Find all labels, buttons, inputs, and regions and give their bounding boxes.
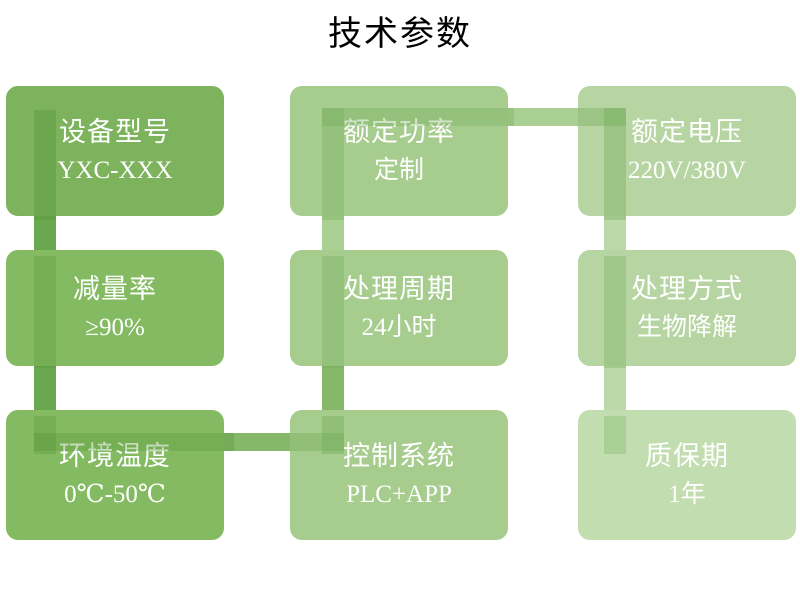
card-value: ≥90% bbox=[85, 314, 145, 341]
card-value: 定制 bbox=[373, 157, 424, 184]
card-title: 处理周期 bbox=[343, 274, 455, 304]
card-treatment-cycle[interactable]: 处理周期 24小时 bbox=[290, 250, 508, 366]
overlay-middle-spine-card8 bbox=[322, 416, 344, 454]
overlay-row1-horizontal-card3 bbox=[578, 108, 626, 126]
card-title: 减量率 bbox=[73, 274, 157, 304]
card-title: 控制系统 bbox=[343, 441, 455, 471]
card-value: 1年 bbox=[668, 481, 706, 508]
overlay-left-spine-card7 bbox=[34, 416, 56, 454]
card-ambient-temperature[interactable]: 环境温度 0℃-50℃ bbox=[6, 410, 224, 540]
card-treatment-method[interactable]: 处理方式 生物降解 bbox=[578, 250, 796, 366]
overlay-right-spine-card3 bbox=[604, 108, 626, 220]
card-value: PLC+APP bbox=[346, 481, 452, 508]
overlay-row3-horizontal-card7 bbox=[34, 433, 234, 451]
card-warranty-period[interactable]: 质保期 1年 bbox=[578, 410, 796, 540]
overlay-middle-spine-card5 bbox=[322, 256, 344, 368]
card-value: 220V/380V bbox=[627, 157, 747, 184]
card-control-system[interactable]: 控制系统 PLC+APP bbox=[290, 410, 508, 540]
card-device-model[interactable]: 设备型号 YXC-XXX bbox=[6, 86, 224, 216]
card-value: 24小时 bbox=[361, 314, 437, 341]
overlay-right-spine-card6 bbox=[604, 256, 626, 368]
overlay-right-spine-card9 bbox=[604, 416, 626, 454]
card-title: 质保期 bbox=[645, 441, 729, 471]
card-rated-voltage[interactable]: 额定电压 220V/380V bbox=[578, 86, 796, 216]
card-value: 0℃-50℃ bbox=[64, 481, 166, 508]
card-value: 生物降解 bbox=[636, 314, 737, 341]
overlay-row1-horizontal-card2 bbox=[322, 108, 514, 126]
overlay-left-spine-card4 bbox=[34, 256, 56, 368]
card-rated-power[interactable]: 额定功率 定制 bbox=[290, 86, 508, 216]
card-title: 设备型号 bbox=[59, 117, 171, 147]
page-title: 技术参数 bbox=[328, 16, 472, 53]
overlay-row3-horizontal-card8 bbox=[290, 433, 344, 451]
card-title: 环境温度 bbox=[59, 441, 171, 471]
card-title: 额定功率 bbox=[343, 117, 455, 147]
overlay-left-spine-card1 bbox=[34, 110, 56, 220]
card-reduction-rate[interactable]: 减量率 ≥90% bbox=[6, 250, 224, 366]
card-title: 处理方式 bbox=[631, 274, 743, 304]
card-value: YXC-XXX bbox=[57, 157, 173, 184]
overlay-middle-spine-card2 bbox=[322, 108, 344, 220]
card-title: 额定电压 bbox=[631, 117, 743, 147]
